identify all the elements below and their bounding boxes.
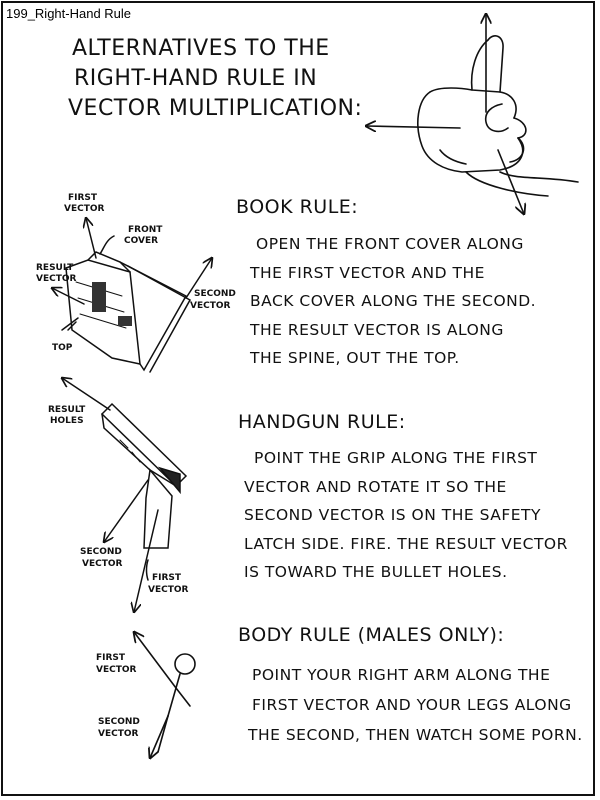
book-front-cover-label: COVER (124, 236, 158, 246)
handgun-first-vector-label: VECTOR (148, 585, 189, 595)
handgun-rule-body: POINT THE GRIP ALONG THE FIRST VECTOR AN… (244, 444, 568, 587)
body-second-vector-label: SECOND (98, 717, 140, 727)
body-labels: FIRST VECTOR SECOND VECTOR (96, 653, 140, 739)
handgun-second-vector-label: SECOND (80, 547, 122, 557)
handgun-rule-line: POINT THE GRIP ALONG THE FIRST (254, 449, 538, 467)
book-top-label: TOP (52, 343, 73, 353)
comic-title: ALTERNATIVES TO THE RIGHT-HAND RULE IN V… (68, 34, 402, 124)
comic-header-label: 199_Right-Hand Rule (6, 6, 132, 21)
handgun-rule-line: IS TOWARD THE BULLET HOLES. (244, 563, 508, 581)
book-result-vector-label: RESULT (36, 263, 74, 273)
book-first-vector-label: VECTOR (64, 204, 105, 214)
thumbs-up-hand-drawing (366, 14, 579, 214)
handgun-labels: RESULT HOLES SECOND VECTOR FIRST VECTOR (48, 405, 189, 595)
book-second-vector-label: SECOND (194, 289, 236, 299)
book-rule-line: THE SPINE, OUT THE TOP. (250, 349, 460, 367)
book-second-vector-label: VECTOR (190, 301, 231, 311)
handgun-drawing (62, 378, 188, 612)
handgun-second-vector-label: VECTOR (82, 559, 123, 569)
handgun-first-vector-label: FIRST (152, 573, 182, 583)
body-first-vector-label: FIRST (96, 653, 126, 663)
body-rule-line: POINT YOUR RIGHT ARM ALONG THE (252, 666, 551, 684)
book-labels: FIRST VECTOR FRONT COVER RESULT VECTOR S… (36, 193, 236, 353)
book-rule-line: BACK COVER ALONG THE SECOND. (250, 292, 537, 310)
book-rule-line: THE RESULT VECTOR IS ALONG (250, 320, 504, 339)
book-rule-body: OPEN THE FRONT COVER ALONG THE FIRST VEC… (250, 230, 536, 373)
stick-figure-drawing (134, 632, 196, 758)
body-rule-line: THE SECOND, THEN WATCH SOME PORN. (248, 726, 583, 744)
book-result-vector-label: VECTOR (36, 274, 77, 284)
handgun-result-holes-label: HOLES (50, 416, 84, 426)
book-rule-heading: BOOK RULE: (236, 196, 359, 218)
handgun-rule-line: LATCH SIDE. FIRE. THE RESULT VECTOR (244, 534, 568, 553)
body-rule-body: POINT YOUR RIGHT ARM ALONG THE FIRST VEC… (248, 660, 583, 750)
body-rule-heading: BODY RULE (MALES ONLY): (238, 624, 505, 646)
body-rule-line: FIRST VECTOR AND YOUR LEGS ALONG (252, 696, 572, 714)
title-line: ALTERNATIVES TO THE (72, 36, 330, 61)
title-line: RIGHT-HAND RULE IN (74, 66, 318, 91)
body-second-vector-label: VECTOR (98, 729, 139, 739)
book-drawing (52, 218, 212, 373)
handgun-rule-line: VECTOR AND ROTATE IT SO THE (244, 477, 507, 496)
handgun-rule-line: SECOND VECTOR IS ON THE SAFETY (244, 506, 541, 524)
body-first-vector-label: VECTOR (96, 665, 137, 675)
book-front-cover-label: FRONT (128, 225, 163, 235)
book-first-vector-label: FIRST (68, 193, 98, 203)
title-line: VECTOR MULTIPLICATION: (68, 96, 363, 121)
handgun-rule-heading: HANDGUN RULE: (238, 411, 406, 433)
book-rule-line: OPEN THE FRONT COVER ALONG (256, 235, 524, 253)
book-rule-line: THE FIRST VECTOR AND THE (250, 263, 485, 282)
handgun-result-holes-label: RESULT (48, 405, 86, 415)
